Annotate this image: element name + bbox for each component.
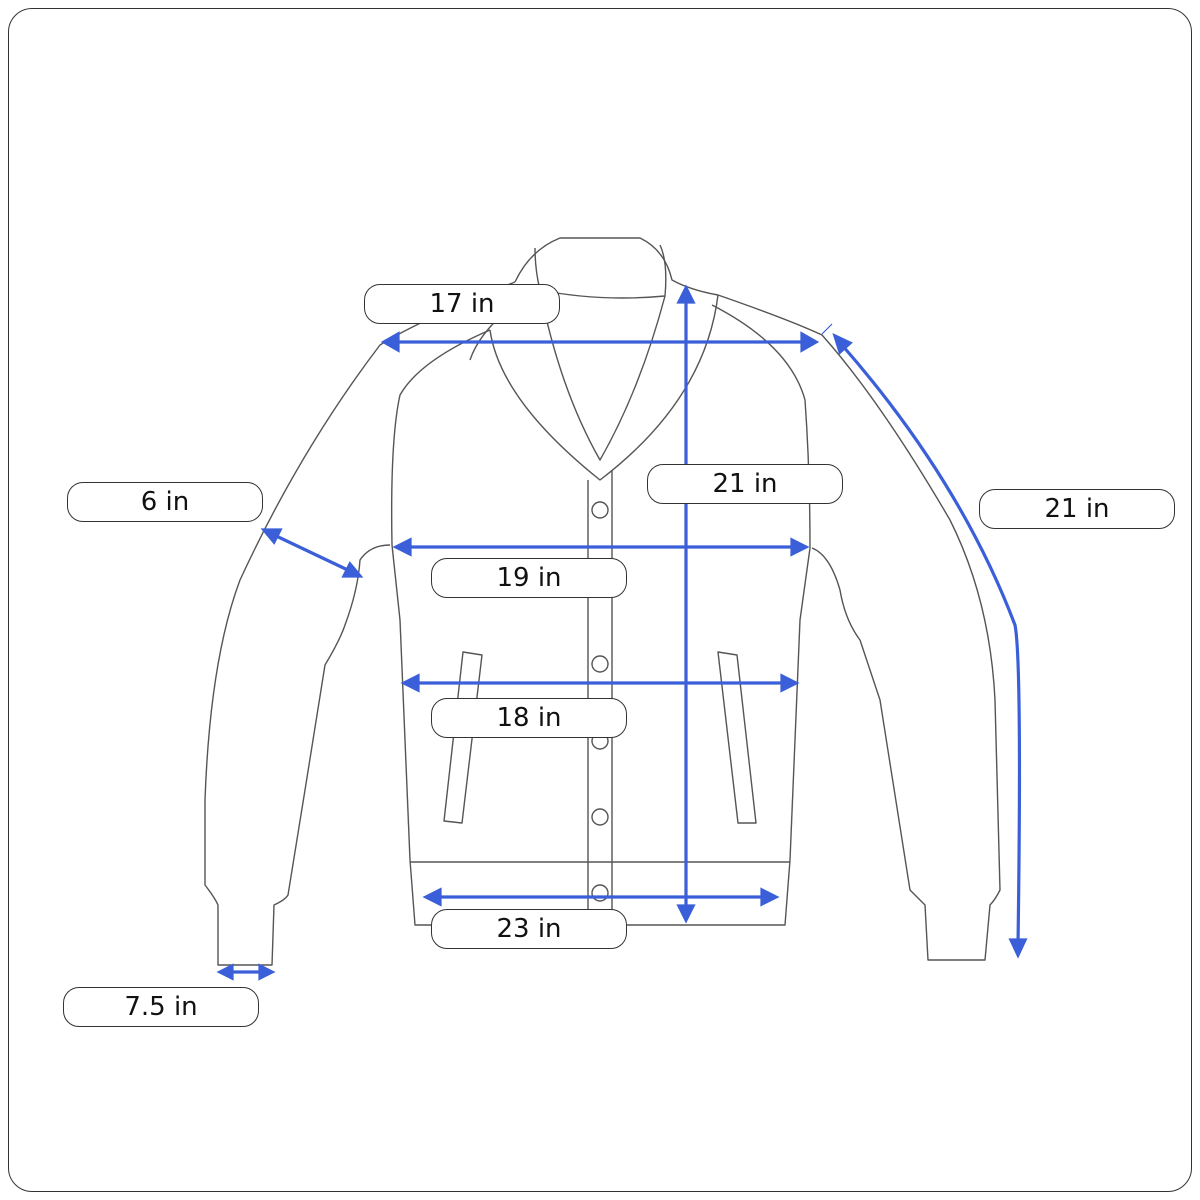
arrow-sleeve-length <box>840 343 1022 946</box>
arrow-sleeve-width <box>271 532 353 574</box>
sleeve-length-label: 21 in <box>979 489 1175 529</box>
hem-label: 23 in <box>431 909 627 949</box>
shoulder-label: 17 in <box>364 284 560 324</box>
diagram-frame <box>8 8 1192 1192</box>
sleeve-width-label: 6 in <box>67 482 263 522</box>
cuff-label: 7.5 in <box>63 987 259 1027</box>
chest-label: 19 in <box>431 558 627 598</box>
measurement-arrows <box>216 284 1028 981</box>
body-length-label: 21 in <box>647 464 843 504</box>
waist-label: 18 in <box>431 698 627 738</box>
